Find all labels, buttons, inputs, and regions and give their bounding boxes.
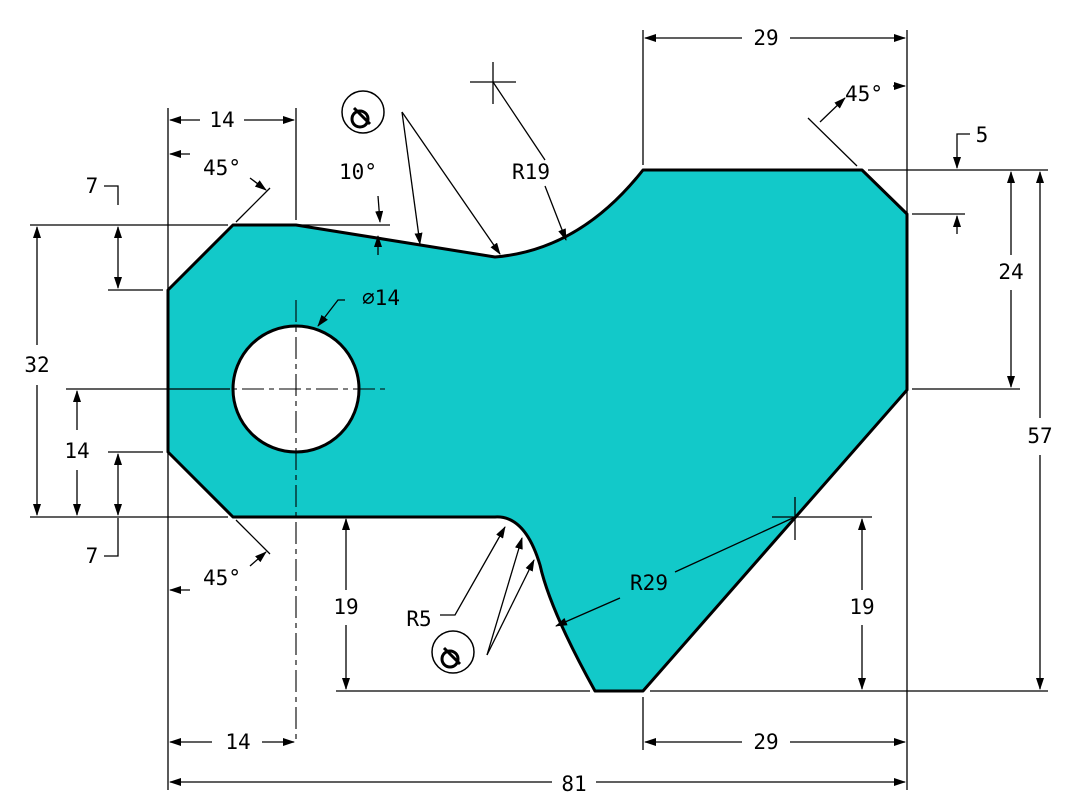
dim-14-top: 14 xyxy=(209,108,234,132)
dim-7-bottom: 7 xyxy=(86,544,99,568)
dim-57: 57 xyxy=(1027,424,1052,448)
tangent-symbol-bottom xyxy=(431,630,475,674)
dim-5: 5 xyxy=(976,123,989,147)
dim-19-left: 19 xyxy=(333,595,358,619)
dimension-lines xyxy=(33,34,1044,786)
dimension-labels: 29 45° 5 24 57 14 45° 7 10° R19 ∅14 32 1… xyxy=(24,26,1052,796)
dim-14-left: 14 xyxy=(64,439,89,463)
dim-45-top-left: 45° xyxy=(203,156,241,180)
dim-29-top: 29 xyxy=(753,26,778,50)
dim-10-deg: 10° xyxy=(339,160,377,184)
dim-45-top-right: 45° xyxy=(845,82,883,106)
dim-45-bottom-left: 45° xyxy=(203,566,241,590)
dim-r29: R29 xyxy=(630,571,668,595)
tangent-symbol-top xyxy=(341,90,385,134)
dim-32: 32 xyxy=(24,353,49,377)
dim-19-right: 19 xyxy=(849,595,874,619)
dim-29-bottom: 29 xyxy=(753,730,778,754)
dim-r19: R19 xyxy=(512,160,550,184)
dim-7-top: 7 xyxy=(86,174,99,198)
dim-r5: R5 xyxy=(406,607,431,631)
dim-14-bottom: 14 xyxy=(225,730,250,754)
extension-lines xyxy=(30,30,1048,790)
dim-24: 24 xyxy=(998,260,1023,284)
dim-81: 81 xyxy=(561,772,586,796)
dim-diameter-14: ∅14 xyxy=(362,286,400,310)
